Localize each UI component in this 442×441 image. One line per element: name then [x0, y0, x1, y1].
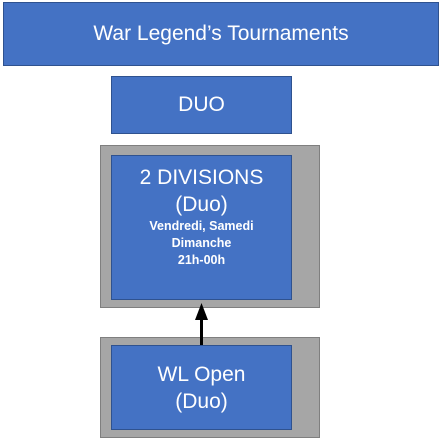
- divisions-days-line1: Vendredi, Samedi: [149, 219, 254, 233]
- divisions-subtitle: (Duo): [175, 193, 228, 216]
- wl-open-title: WL Open: [157, 362, 246, 386]
- divisions-title: 2 DIVISIONS: [139, 166, 264, 189]
- duo-mode-box: DUO: [111, 76, 292, 134]
- tournament-title: War Legend’s Tournaments: [93, 22, 349, 45]
- tournament-title-box: War Legend’s Tournaments: [3, 2, 439, 66]
- divisions-days-line2: Dimanche: [171, 236, 232, 250]
- wl-open-subtitle: (Duo): [175, 389, 228, 413]
- divisions-box: 2 DIVISIONS (Duo) Vendredi, Samedi Diman…: [111, 155, 292, 300]
- duo-mode-label: DUO: [178, 93, 225, 116]
- divisions-time: 21h-00h: [177, 253, 226, 267]
- wl-open-box: WL Open (Duo): [111, 345, 292, 430]
